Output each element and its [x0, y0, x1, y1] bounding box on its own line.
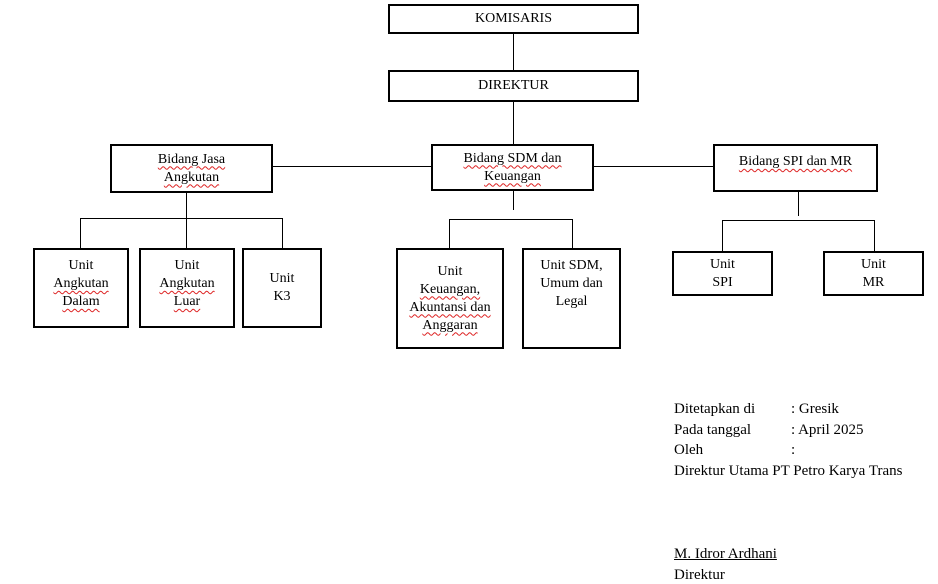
box-label: DIREKTUR	[478, 78, 549, 93]
box-label-line: Luar	[173, 294, 201, 309]
connector-unit-spi	[722, 220, 723, 251]
box-label-line: MR	[862, 274, 885, 290]
box-unit-keuangan-akuntansi-anggaran: Unit Keuangan, Akuntansi dan Anggaran	[396, 248, 504, 349]
box-label-line: Bidang SDM dan	[463, 150, 562, 166]
connector-unit-sdm-umum	[572, 219, 573, 248]
connector-sdm-down	[513, 190, 514, 210]
box-label-line: Anggaran	[422, 317, 478, 333]
box-bidang-sdm-keuangan: Bidang SDM dan Keuangan	[431, 144, 594, 191]
box-bidang-spi-mr: Bidang SPI dan MR	[713, 144, 878, 192]
box-label-line: Unit SDM,	[540, 258, 603, 273]
signatory-name: M. Idror Ardhani	[674, 546, 777, 562]
box-direktur: DIREKTUR	[388, 70, 639, 102]
box-label-line: Keuangan	[484, 168, 541, 184]
connector-unit-mr	[874, 220, 875, 251]
connector-unit-angkutan-luar	[186, 218, 187, 248]
box-label-line: Unit	[174, 258, 200, 273]
box-label-line: SPI	[712, 274, 733, 290]
connector-direktur-bidang	[513, 101, 514, 144]
box-unit-angkutan-luar: Unit Angkutan Luar	[139, 248, 235, 328]
box-label-line: Unit	[437, 263, 463, 279]
box-label-line: Bidang SPI dan MR	[738, 154, 853, 169]
connector-jasa-units	[80, 218, 283, 219]
box-bidang-jasa-angkutan: Bidang Jasa Angkutan	[110, 144, 273, 193]
signatory-title: Direktur	[674, 567, 725, 583]
box-label-line: Umum dan	[540, 276, 603, 291]
connector-komisaris-direktur	[513, 33, 514, 70]
box-label-line: Unit	[861, 256, 886, 272]
box-unit-k3: Unit K3	[242, 248, 322, 328]
oleh-value: :	[791, 442, 796, 458]
box-label-line: Unit	[68, 258, 94, 273]
connector-unit-keuangan	[449, 219, 450, 248]
box-label-line: Angkutan	[163, 169, 220, 185]
connector-unit-angkutan-dalam	[80, 218, 81, 248]
box-komisaris: KOMISARIS	[388, 4, 639, 34]
box-label-line: Unit	[269, 271, 295, 286]
box-unit-spi: Unit SPI	[672, 251, 773, 296]
connector-spi-down	[798, 191, 799, 216]
signatory-position: Direktur Utama PT Petro Karya Trans	[674, 463, 903, 479]
tanggal-value: : April 2025	[791, 422, 864, 438]
box-unit-angkutan-dalam: Unit Angkutan Dalam	[33, 248, 129, 328]
ditetapkan-label: Ditetapkan di	[674, 401, 756, 417]
box-label-line: Keuangan,	[419, 281, 481, 297]
box-label-line: Angkutan	[53, 276, 109, 291]
connector-jasa-down	[186, 192, 187, 218]
box-unit-sdm-umum-legal: Unit SDM, Umum dan Legal	[522, 248, 621, 349]
connector-unit-k3	[282, 218, 283, 248]
box-label-line: Bidang Jasa	[157, 151, 226, 167]
box-label: KOMISARIS	[474, 11, 552, 26]
box-unit-mr: Unit MR	[823, 251, 924, 296]
box-label-line: K3	[273, 289, 291, 304]
box-label-line: Unit	[710, 256, 735, 272]
tanggal-label: Pada tanggal	[674, 422, 752, 438]
box-label-line: Akuntansi dan	[409, 299, 491, 315]
ditetapkan-value: : Gresik	[791, 401, 839, 417]
box-label-line: Angkutan	[159, 276, 215, 291]
oleh-label: Oleh	[674, 442, 704, 458]
box-label-line: Legal	[555, 294, 588, 309]
box-label-line: Dalam	[62, 294, 100, 309]
connector-spi-units	[722, 220, 875, 221]
connector-sdm-units	[449, 219, 573, 220]
